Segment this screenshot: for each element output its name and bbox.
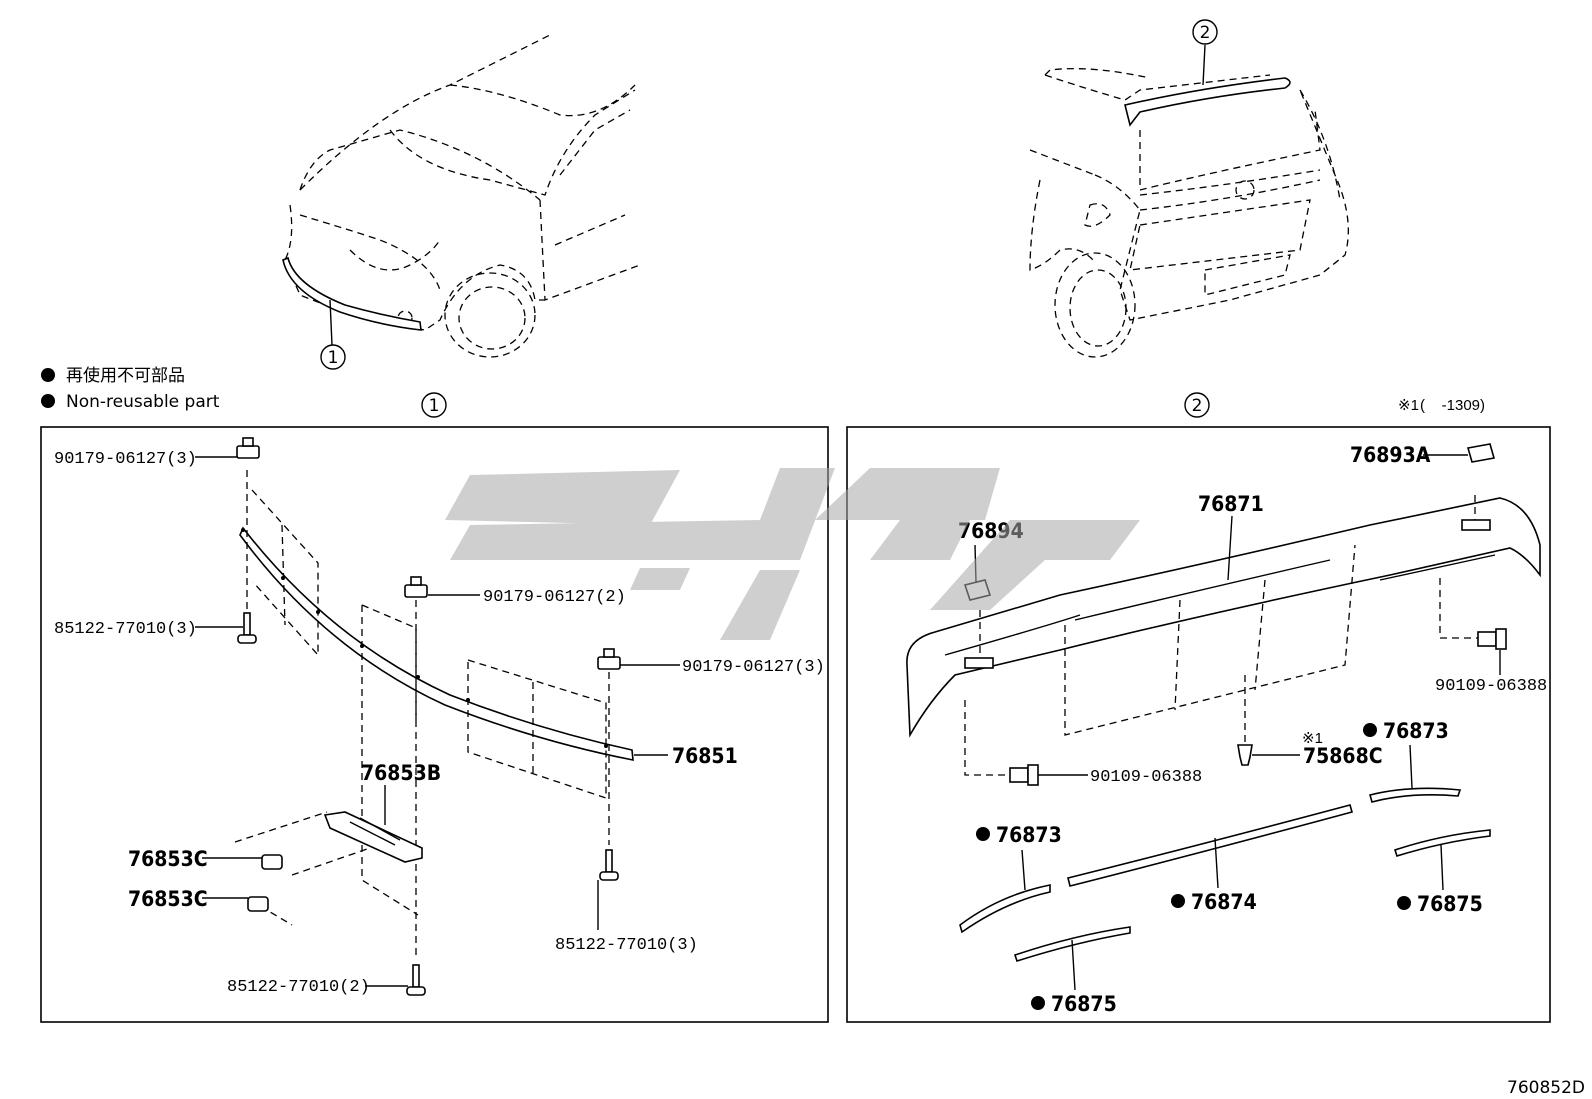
label-85122-77010-2: 85122-77010(2) bbox=[227, 978, 370, 997]
section-1-header: 1 bbox=[429, 396, 440, 416]
label-76875-right: 76875 bbox=[1417, 892, 1483, 916]
clip-90179-a bbox=[236, 437, 260, 459]
nonreusable-dot bbox=[1397, 896, 1411, 910]
drawing-code: 760852D bbox=[1507, 1078, 1585, 1098]
nonreusable-dot bbox=[976, 827, 990, 841]
label-90179-06127-3-top: 90179-06127(3) bbox=[54, 450, 197, 469]
molding-76851 bbox=[239, 526, 634, 761]
legend-jp: 再使用不可部品 bbox=[66, 365, 185, 386]
label-76875-left: 76875 bbox=[1051, 992, 1117, 1016]
label-76853B: 76853B bbox=[361, 761, 441, 785]
label-85122-77010-3-left: 85122-77010(3) bbox=[54, 620, 197, 639]
label-90179-06127-2: 90179-06127(2) bbox=[483, 588, 626, 607]
label-85122-77010-3-bottom: 85122-77010(3) bbox=[555, 936, 698, 955]
screw-85122-a bbox=[237, 612, 257, 644]
clip-75868C bbox=[1237, 744, 1253, 766]
bolt-90109-b bbox=[1477, 628, 1507, 650]
right-panel-frame bbox=[846, 426, 1551, 1023]
left-panel-parts bbox=[195, 437, 680, 996]
clip-76853C-a bbox=[261, 854, 283, 870]
note-mark: ※1 bbox=[1398, 397, 1419, 414]
label-76873-right: 76873 bbox=[1383, 719, 1449, 743]
spoiler-76871 bbox=[906, 497, 1541, 738]
tape-76874 bbox=[1067, 804, 1353, 887]
label-76853C-b: 76853C bbox=[128, 887, 208, 911]
front-car-illustration: 1 bbox=[282, 34, 641, 370]
label-76851: 76851 bbox=[672, 744, 738, 768]
bracket-76853B bbox=[323, 811, 423, 863]
label-75868C: 75868C bbox=[1303, 744, 1383, 768]
tape-76873-right bbox=[1369, 787, 1462, 803]
note-range: ( -1309) bbox=[1420, 397, 1485, 414]
label-76874: 76874 bbox=[1191, 890, 1257, 914]
screw-85122-b bbox=[599, 849, 619, 881]
nonreusable-dot bbox=[1363, 723, 1377, 737]
section-2-header: 2 bbox=[1192, 396, 1203, 416]
right-panel-parts bbox=[906, 443, 1541, 991]
section-1-circle bbox=[421, 392, 447, 418]
label-90179-06127-3-right: 90179-06127(3) bbox=[682, 658, 825, 677]
callout-2-rear: 2 bbox=[1200, 23, 1211, 43]
section-2-circle bbox=[1184, 392, 1210, 418]
tape-76875-right bbox=[1393, 829, 1491, 857]
bolt-90109-a bbox=[1009, 764, 1039, 786]
label-note-mark-75868C: ※1 bbox=[1302, 730, 1323, 747]
nonreusable-dot bbox=[1031, 996, 1045, 1010]
label-76893A: 76893A bbox=[1350, 443, 1431, 467]
label-76853C-a: 76853C bbox=[128, 847, 208, 871]
label-90109-06388-left: 90109-06388 bbox=[1090, 768, 1202, 787]
nonreusable-dot bbox=[1171, 894, 1185, 908]
clip-76853C-b bbox=[247, 896, 269, 912]
label-76871: 76871 bbox=[1198, 492, 1264, 516]
screw-85122-c bbox=[406, 964, 426, 996]
cap-76893A bbox=[1466, 443, 1496, 463]
clip-90179-b bbox=[404, 576, 428, 598]
watermark-logo bbox=[445, 468, 1140, 640]
left-panel-frame bbox=[40, 426, 829, 1023]
tape-76873-left bbox=[959, 884, 1051, 934]
clip-90179-c bbox=[597, 648, 621, 670]
legend-en: Non-reusable part bbox=[66, 392, 220, 412]
callout-1-front: 1 bbox=[328, 348, 339, 368]
label-90109-06388-right: 90109-06388 bbox=[1435, 677, 1547, 696]
rear-car-illustration: 2 bbox=[1029, 19, 1349, 358]
legend: 再使用不可部品 Non-reusable part bbox=[41, 365, 220, 412]
label-76873-left: 76873 bbox=[996, 823, 1062, 847]
